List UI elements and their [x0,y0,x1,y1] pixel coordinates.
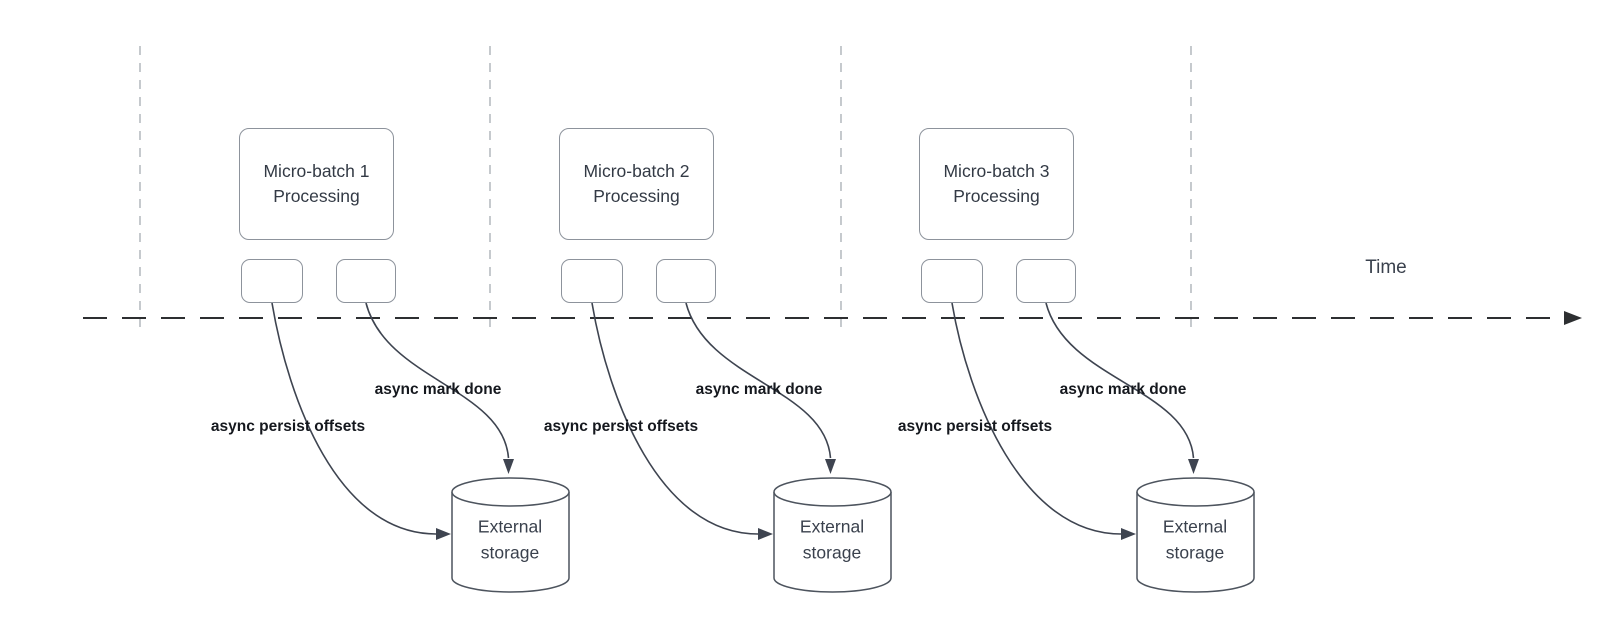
mark-done-task-3 [1016,259,1076,303]
external-storage-label-3: External storage [1162,516,1228,563]
external-storage-cylinder-2-rim [773,491,892,507]
external-storage-label-2: External storage [799,516,865,563]
micro-batch-1-box: Micro-batch 1 Processing [239,128,394,240]
persist-offsets-arrowhead-1-icon [436,528,451,540]
external-storage-cylinder-2 [773,477,892,593]
micro-batch-3-box: Micro-batch 3 Processing [919,128,1074,240]
persist-offsets-arrow-1 [271,302,437,535]
external-storage-label-1: External storage [477,516,543,563]
persist-offsets-task-3 [921,259,983,303]
external-storage-cylinder-3-rim [1136,491,1255,507]
persist-offsets-arrowhead-2-icon [758,528,773,540]
mark-done-task-1 [336,259,396,303]
persist-offsets-label-3: async persist offsets [897,418,1053,435]
persist-offsets-label-2: async persist offsets [543,418,699,435]
persist-offsets-task-2 [561,259,623,303]
micro-batch-2-label: Micro-batch 2 Processing [583,161,690,206]
time-axis-arrowhead-icon [1564,311,1582,325]
mark-done-label-1: async mark done [374,381,502,398]
time-axis-label: Time [1365,257,1407,278]
external-storage-cylinder-1 [451,477,570,593]
mark-done-arrow-1 [365,302,510,459]
mark-done-task-2 [656,259,716,303]
micro-batch-2-box: Micro-batch 2 Processing [559,128,714,240]
external-storage-cylinder-1-rim [451,491,570,507]
persist-offsets-arrow-2 [591,302,759,535]
persist-offsets-label-1: async persist offsets [210,418,366,435]
mark-done-label-2: async mark done [695,381,823,398]
micro-batch-1-label: Micro-batch 1 Processing [263,161,370,206]
mark-done-arrowhead-1-icon [503,459,514,474]
mark-done-arrow-3 [1045,302,1195,459]
mark-done-arrowhead-3-icon [1188,459,1199,474]
external-storage-cylinder-3 [1136,477,1255,593]
persist-offsets-task-1 [241,259,303,303]
persist-offsets-arrowhead-3-icon [1121,528,1136,540]
persist-offsets-arrow-3 [951,302,1122,535]
mark-done-arrow-2 [685,302,832,459]
mark-done-label-3: async mark done [1059,381,1187,398]
mark-done-arrowhead-2-icon [825,459,836,474]
micro-batch-3-label: Micro-batch 3 Processing [943,161,1050,206]
